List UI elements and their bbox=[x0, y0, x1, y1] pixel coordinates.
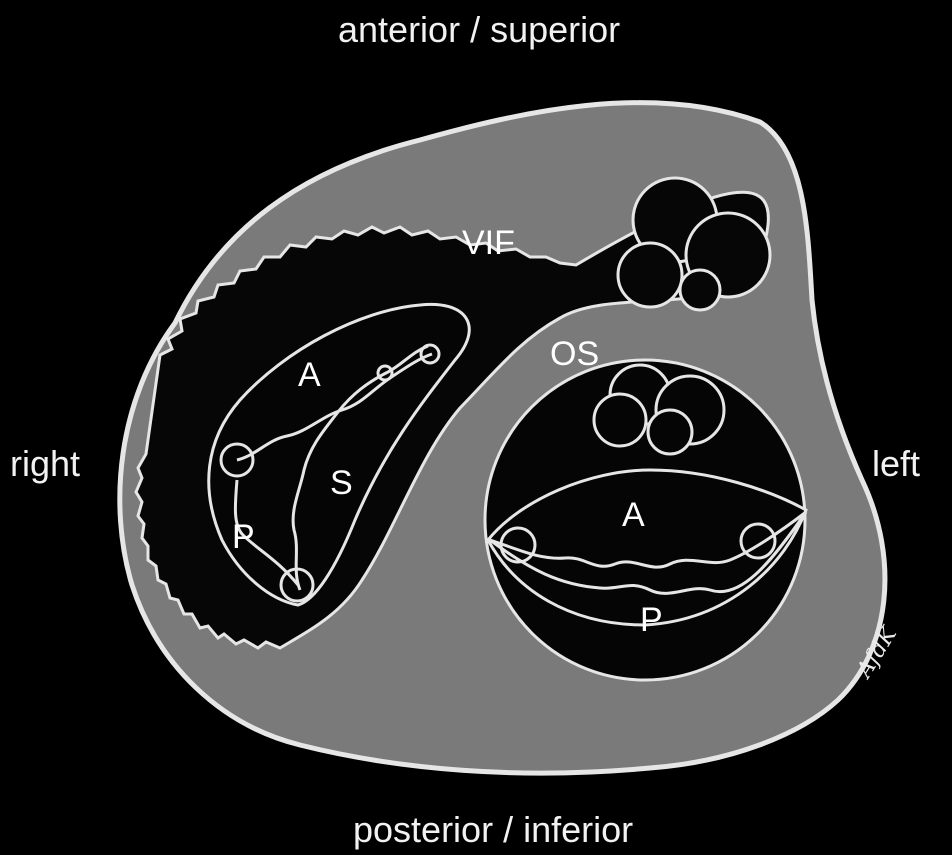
label-tricuspid-anterior: A bbox=[298, 358, 321, 392]
label-left: left bbox=[872, 446, 920, 482]
label-anterior-superior: anterior / superior bbox=[338, 12, 620, 48]
label-vif: VIF bbox=[462, 226, 515, 260]
label-mitral-anterior: A bbox=[622, 498, 645, 532]
label-tricuspid-septal: S bbox=[330, 466, 353, 500]
label-outlet-septum: OS bbox=[550, 337, 599, 371]
mitral-inner-cusps bbox=[594, 365, 724, 454]
label-tricuspid-posterior: P bbox=[232, 520, 255, 554]
label-posterior-inferior: posterior / inferior bbox=[353, 812, 633, 848]
label-right: right bbox=[10, 446, 80, 482]
label-mitral-posterior: P bbox=[640, 603, 663, 637]
